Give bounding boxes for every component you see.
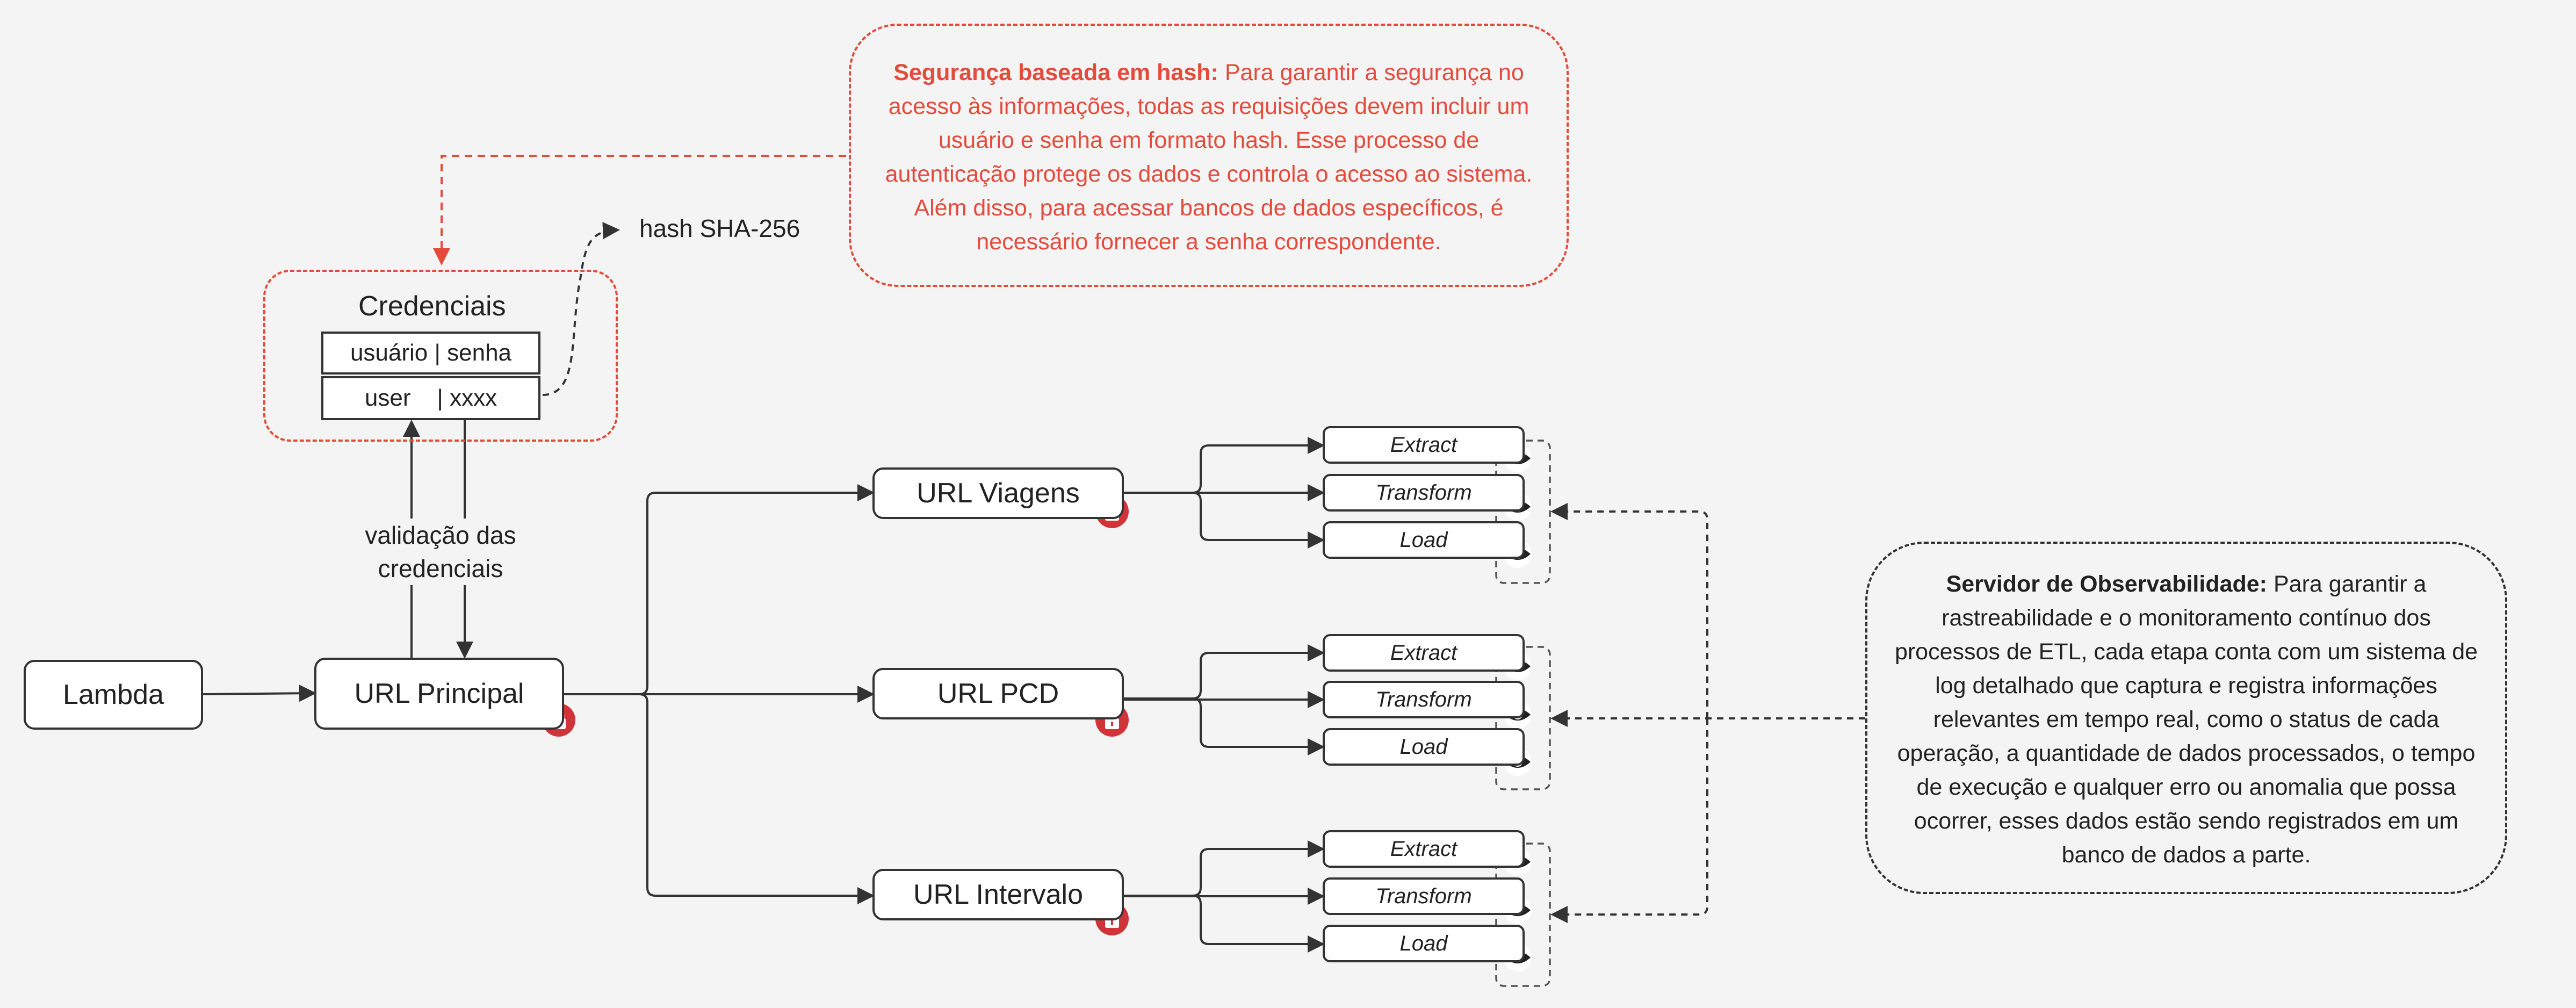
arrow-pcd-load [1192, 697, 1325, 755]
validation-label-line1: validação das [365, 521, 516, 549]
credentials-title: Credenciais [358, 291, 506, 322]
credentials-group [263, 270, 618, 442]
viagens-extract-step[interactable]: Extract [1323, 426, 1525, 464]
arrow-viagens-load [1192, 492, 1325, 549]
hash-label: hash SHA-256 [639, 214, 800, 242]
credentials-header: usuário | senha [321, 332, 540, 375]
observability-note-title: Servidor de Observabilidade: [1946, 571, 2268, 597]
arrow-viagens-extract [1124, 437, 1325, 494]
credentials-row: user | xxxx [321, 376, 540, 420]
intervalo-load-step[interactable]: Load [1323, 925, 1525, 962]
eye-group-viagens [1495, 440, 1551, 584]
url-intervalo-node[interactable]: URL Intervalo [872, 869, 1124, 920]
validation-label-line2: credenciais [378, 555, 503, 582]
pcd-load-step[interactable]: Load [1323, 728, 1525, 766]
intervalo-extract-step[interactable]: Extract [1323, 830, 1525, 868]
arrow-pcd-extract [1124, 644, 1325, 700]
eye-group-pcd [1495, 646, 1551, 790]
security-note-title: Segurança baseada em hash: [893, 60, 1218, 85]
arrow-intervalo-extract [1124, 840, 1325, 897]
intervalo-transform-step[interactable]: Transform [1323, 877, 1525, 915]
security-note-body: Para garantir a segurança no acesso às i… [885, 60, 1533, 255]
arrow-intervalo-load [1192, 895, 1325, 953]
url-viagens-node[interactable]: URL Viagens [872, 467, 1124, 519]
pcd-extract-step[interactable]: Extract [1323, 634, 1525, 672]
arrow-principal-intervalo [639, 693, 875, 904]
viagens-load-step[interactable]: Load [1323, 521, 1525, 559]
security-connector [433, 155, 846, 265]
validation-label: validação das credenciais [355, 519, 526, 585]
arrow-lambda-principal [203, 685, 316, 702]
url-principal-node[interactable]: URL Principal [314, 658, 564, 730]
eye-group-intervalo [1495, 843, 1551, 987]
viagens-transform-step[interactable]: Transform [1323, 474, 1525, 512]
lambda-node[interactable]: Lambda [24, 660, 203, 730]
observability-note-body: Para garantir a rastreabilidade e o moni… [1894, 571, 2478, 868]
obs-arrow-viagens [1550, 503, 1708, 718]
security-note: Segurança baseada em hash: Para garantir… [849, 24, 1569, 287]
hash-connector [542, 222, 620, 396]
pcd-transform-step[interactable]: Transform [1323, 681, 1525, 718]
arrow-principal-viagens [564, 484, 875, 695]
observability-note: Servidor de Observabilidade: Para garant… [1865, 542, 2507, 894]
url-pcd-node[interactable]: URL PCD [872, 668, 1124, 719]
obs-arrow-intervalo [1550, 718, 1708, 923]
